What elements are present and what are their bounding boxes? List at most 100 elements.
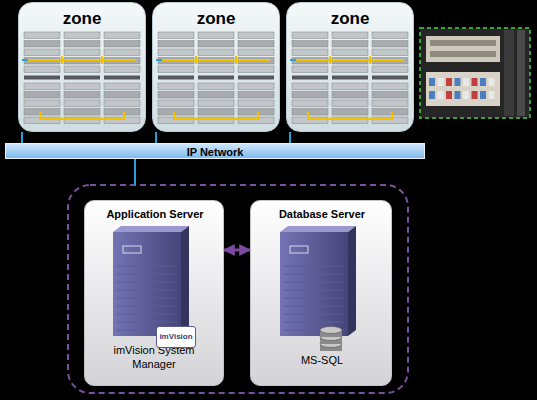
cable-bundle [517,30,525,116]
rack-panel [104,92,140,99]
server-box: Application ServerimVision System Manage… [84,200,224,386]
rack-divider [292,76,328,80]
port-block [446,91,452,99]
tower-front [280,232,348,336]
port-row [430,51,496,57]
rack-divider [372,76,408,80]
rack-panel [198,66,234,73]
network-link [21,132,23,143]
vent-line [117,274,177,275]
photo-frame [420,28,530,118]
rack-panel [332,66,368,73]
rack-panel [238,49,274,56]
rack-panel [332,32,368,39]
rack-panel [24,41,60,48]
node-title: zone [19,9,145,29]
rack-panel [104,100,140,107]
db-disk-top [320,341,342,348]
tower-side [181,226,189,336]
rack-panel [24,49,60,56]
cable-bundle [504,30,514,116]
vent-line [284,330,344,331]
server-tower [280,226,356,336]
tower-top [113,226,189,232]
vent-line [117,282,177,283]
rack-panel [372,117,408,124]
vent-line [284,306,344,307]
vent-line [284,298,344,299]
rack-panel [292,41,328,48]
network-band: IP Network [5,143,425,159]
port-row [430,40,496,46]
data-link-arrow [224,249,250,252]
patch-cable [174,112,258,119]
rack-panel [24,58,60,65]
patch-cable [296,56,404,64]
vent-line [117,290,177,291]
rack-panel [104,109,140,116]
rack-panel [238,100,274,107]
database-icon [320,327,342,352]
db-disk [320,344,342,351]
db-disk-top [320,334,342,341]
rack-panel [238,66,274,73]
rack-divider [238,76,274,80]
rack-panel [372,58,408,65]
rack-panel [198,32,234,39]
port-block [472,78,478,86]
rack-panel [238,32,274,39]
rack-panel [198,117,234,124]
rack-panel [24,92,60,99]
rack-panel [292,83,328,90]
port-block [463,78,469,86]
rack-panel [158,92,194,99]
rack-panel [198,58,234,65]
uplink-stub [22,59,28,61]
rack-panel [104,49,140,56]
port-block [472,91,478,99]
rack-panel [372,100,408,107]
vent-line [284,314,344,315]
rack-panel [372,109,408,116]
patch-cable [162,56,270,64]
db-disk-top [320,327,342,334]
node-title: Application Server [85,207,225,221]
logo-label: imVision [156,326,196,348]
vent-line [117,266,177,267]
rack-divider [158,76,194,80]
rack-panel [104,117,140,124]
rack-panel [292,109,328,116]
rack-panel [198,92,234,99]
tower-front [113,232,181,336]
rack-panel [158,109,194,116]
rack-panel [238,41,274,48]
db-disk [320,330,342,337]
rack-panel [158,49,194,56]
rack-panel [332,92,368,99]
rack-panel [64,58,100,65]
rack-panel [198,100,234,107]
patch-cable [40,112,124,119]
rack-panel [158,41,194,48]
rack-panel [198,83,234,90]
rack-panel [24,100,60,107]
rack-panel [238,58,274,65]
db-disk [320,337,342,344]
rack-group [290,32,408,124]
rack-panel [104,32,140,39]
vent-line [284,290,344,291]
rack-panel [104,41,140,48]
rack-divider [64,76,100,80]
rack-panel [104,66,140,73]
rack-panel [64,83,100,90]
node-title: zone [287,9,413,29]
port-block [429,78,435,86]
panel-lower [426,72,500,106]
tower-top [280,226,356,232]
rack-panel [64,92,100,99]
rack-panel [64,41,100,48]
rack-panel [292,117,328,124]
rack-panel [332,117,368,124]
port-block [438,91,444,99]
rack-panel [332,49,368,56]
